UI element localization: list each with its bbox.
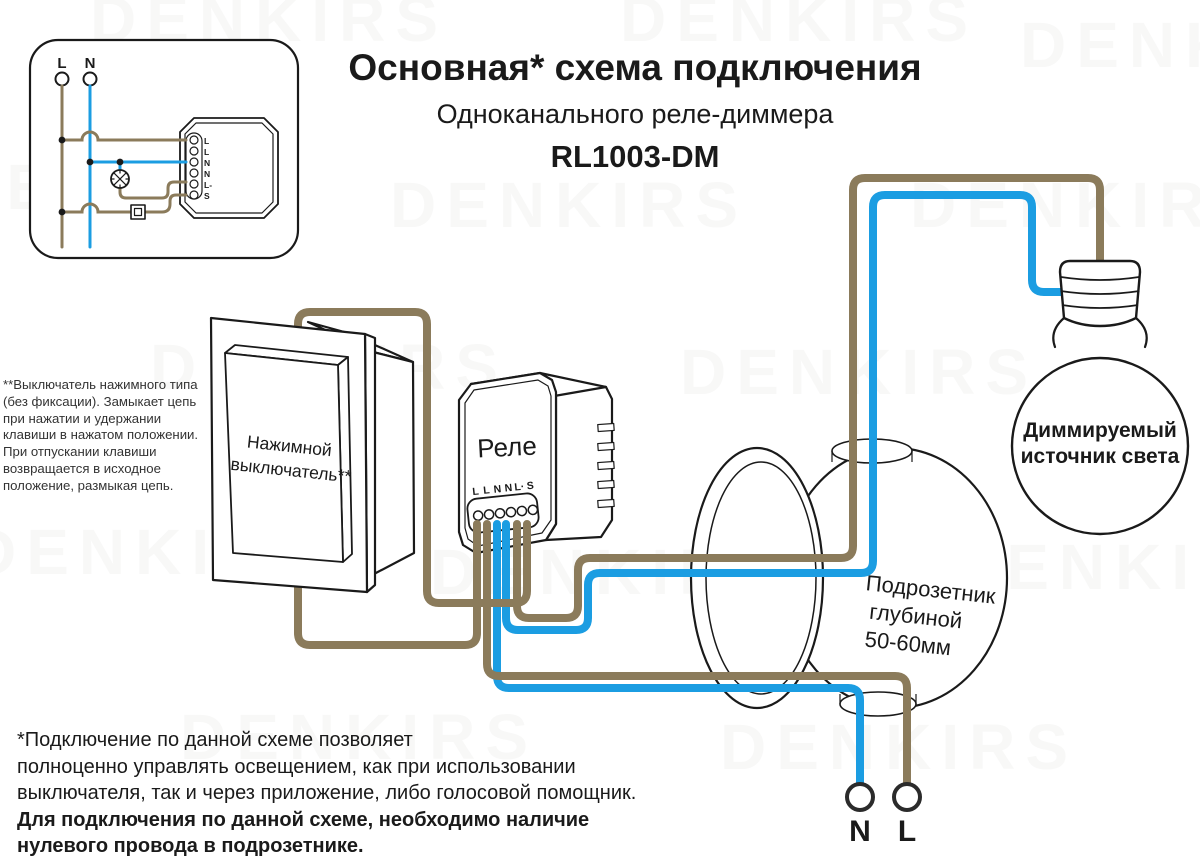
inset-junction-dot bbox=[116, 158, 124, 166]
inset-wire-switch-s bbox=[143, 193, 188, 214]
inset-border bbox=[28, 38, 300, 260]
inset-relay: L L N N L- S bbox=[179, 117, 279, 219]
inset-terminal-label: N bbox=[204, 169, 210, 179]
bulb: Диммируемый источник света bbox=[1010, 259, 1190, 536]
relay-label: Реле bbox=[477, 430, 538, 463]
switch-footnote: **Выключатель нажимного типа (без фиксац… bbox=[3, 377, 199, 493]
relay-module: Реле L L N N L· S bbox=[457, 371, 615, 555]
bulb-glass bbox=[1010, 356, 1190, 536]
inset-junction-dot bbox=[58, 208, 66, 216]
inset-wire-l-to-switch bbox=[60, 202, 133, 214]
wire-live-feed bbox=[483, 520, 911, 788]
inset-terminal-label: L bbox=[204, 136, 209, 146]
bottom-note-bold: Для подключения по данной схеме, необход… bbox=[17, 808, 590, 858]
page-subtitle: Одноканального реле-диммера bbox=[436, 99, 834, 130]
inset-wire-l-to-relay bbox=[60, 130, 188, 142]
push-switch: Нажимной выключатель** bbox=[209, 316, 416, 594]
inset-switch-icon bbox=[130, 204, 146, 220]
wire-dimmed-live-to-bulb bbox=[513, 174, 1104, 622]
inset-schematic: L N L L N N L- S bbox=[28, 38, 300, 260]
live-terminal bbox=[892, 782, 922, 812]
supply-terminals: N L bbox=[845, 782, 922, 845]
bulb-label: Диммируемый bbox=[1023, 419, 1177, 442]
inset-terminal-label: S bbox=[204, 191, 210, 201]
inset-terminal-label: L- bbox=[204, 180, 212, 190]
push-switch-button bbox=[224, 352, 344, 563]
bulb-label: источник света bbox=[1021, 445, 1180, 468]
inset-phase-label: L bbox=[57, 55, 66, 72]
inset-junction-dot bbox=[58, 136, 66, 144]
inset-neutral-label: N bbox=[85, 55, 96, 72]
inset-terminal-label: N bbox=[204, 158, 210, 168]
inset-wire-lamp-out bbox=[118, 180, 188, 200]
relay-terminal-label: N bbox=[493, 483, 502, 496]
wire-neutral-to-bulb bbox=[502, 191, 1066, 634]
relay-terminal-label: L bbox=[472, 485, 480, 498]
live-terminal-label: L bbox=[898, 815, 916, 845]
inset-terminal-label: L bbox=[204, 147, 209, 157]
mounting-box: Подрозетник глубиной 50-60мм bbox=[689, 438, 1009, 717]
relay-terminal-label: L· bbox=[514, 481, 525, 494]
wire-switch-to-s bbox=[294, 308, 531, 607]
page-title: Основная* схема подключения bbox=[348, 47, 922, 88]
mounting-box-front-ring bbox=[689, 446, 825, 710]
bottom-note-regular: *Подключение по данной схеме позволяет п… bbox=[17, 729, 637, 804]
neutral-terminal-label: N bbox=[849, 815, 871, 845]
relay-terminal-label: S bbox=[526, 480, 534, 493]
bottom-note: *Подключение по данной схеме позволяет п… bbox=[17, 727, 757, 860]
wire-neutral-feed bbox=[493, 520, 864, 788]
inset-junction-dot bbox=[86, 158, 94, 166]
model-number: RL1003-DM bbox=[550, 139, 720, 175]
wire-switch-to-l bbox=[294, 520, 481, 649]
relay-terminal-label: L bbox=[483, 484, 491, 497]
relay-terminal-label: N bbox=[504, 482, 513, 495]
neutral-terminal bbox=[845, 782, 875, 812]
header: Основная* схема подключения Одноканально… bbox=[290, 46, 980, 175]
inset-lamp-icon bbox=[110, 169, 130, 189]
